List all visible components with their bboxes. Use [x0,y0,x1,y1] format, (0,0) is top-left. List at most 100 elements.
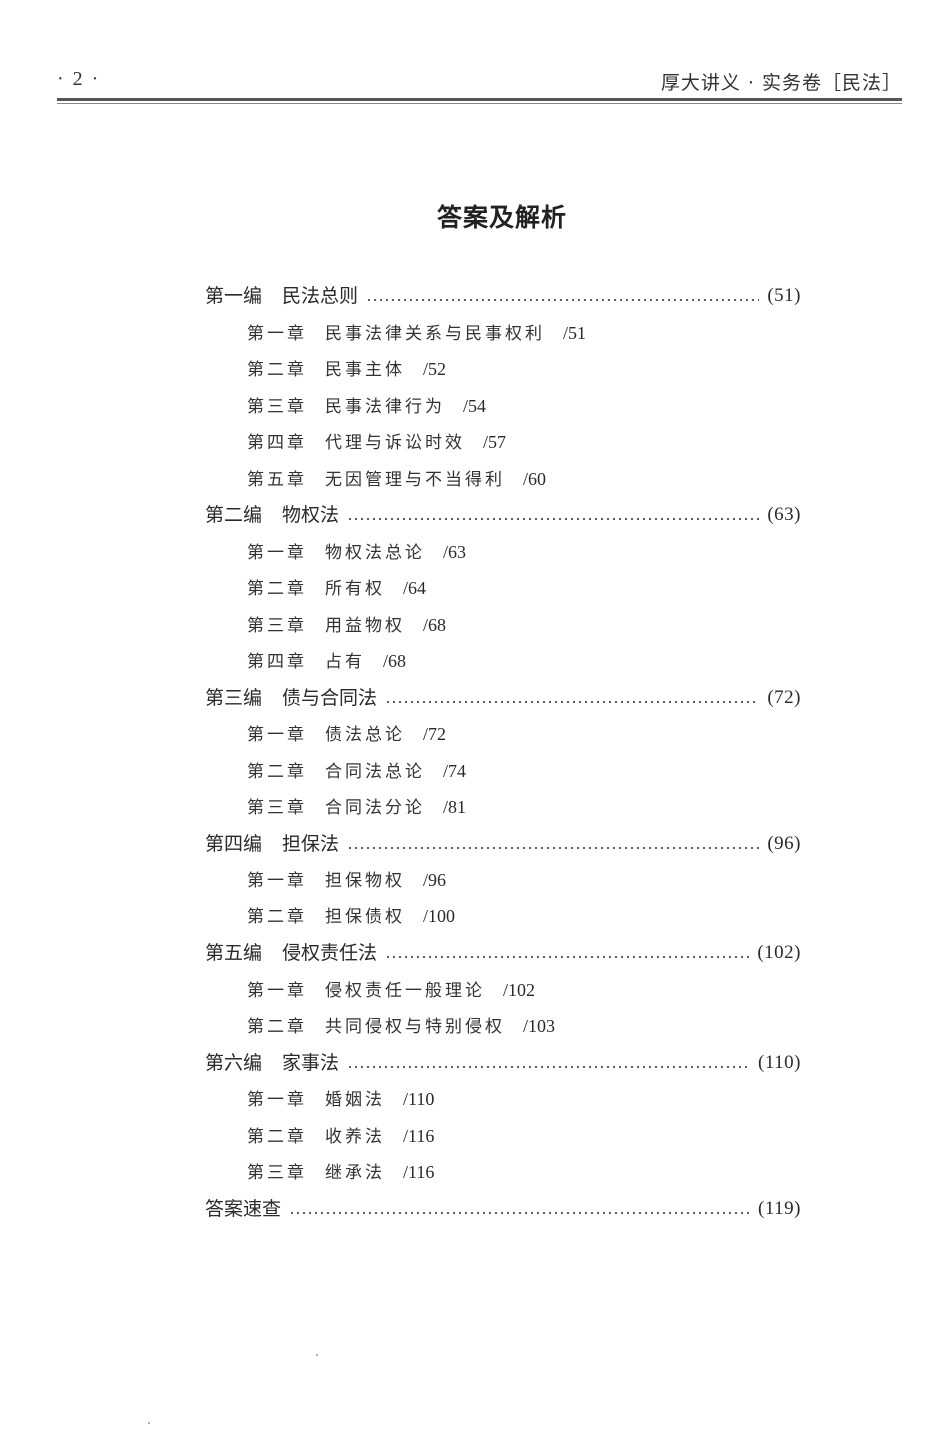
chapter-page: /74 [443,761,467,781]
toc-part-entry[interactable]: 第四编 担保法 (96) [205,829,801,859]
chapter-title: 占有 [325,652,365,672]
toc-chapter-entry[interactable]: 第二章共同侵权与特别侵权/103 [247,1011,555,1041]
chapter-page: /52 [423,359,447,379]
header-rule [57,98,902,101]
toc-chapter-entry[interactable]: 第三章用益物权/68 [247,610,446,640]
chapter-number: 第四章 [247,652,307,672]
toc-chapter-entry[interactable]: 第一章担保物权/96 [247,865,446,895]
book-title: 厚大讲义 · 实务卷［民法］ [660,72,902,94]
part-number: 第一编 [205,285,263,307]
answer-index-page: (119) [758,1198,801,1219]
toc-chapter-entry[interactable]: 第三章民事法律行为/54 [247,391,486,421]
chapter-title: 继承法 [325,1163,385,1183]
chapter-title: 侵权责任一般理论 [325,981,485,1001]
part-page: (51) [767,285,801,306]
part-page: (63) [767,504,801,525]
chapter-page: /68 [383,651,407,671]
chapter-title: 物权法总论 [325,543,425,563]
chapter-page: /110 [403,1089,435,1109]
chapter-number: 第三章 [247,798,307,818]
part-page: (102) [757,942,801,963]
chapter-number: 第一章 [247,543,307,563]
chapter-number: 第三章 [247,397,307,417]
part-page: (110) [758,1052,801,1073]
part-title: 物权法 [282,504,340,526]
chapter-page: /116 [403,1162,435,1182]
chapter-page: /64 [403,578,427,598]
chapter-title: 无因管理与不当得利 [325,470,505,490]
toc-part-entry[interactable]: 第二编 物权法 (63) [205,500,801,530]
chapter-number: 第二章 [247,360,307,380]
chapter-number: 第二章 [247,579,307,599]
dot-leader [385,938,750,968]
chapter-title: 民事主体 [325,360,405,380]
chapter-page: /116 [403,1126,435,1146]
part-title: 侵权责任法 [282,942,378,964]
toc-chapter-entry[interactable]: 第二章合同法总论/74 [247,756,466,786]
chapter-title: 婚姻法 [325,1090,385,1110]
toc-chapter-entry[interactable]: 第三章继承法/116 [247,1157,434,1187]
chapter-page: /57 [483,432,507,452]
toc-chapter-entry[interactable]: 第一章侵权责任一般理论/102 [247,975,535,1005]
chapter-title: 合同法分论 [325,798,425,818]
chapter-number: 第一章 [247,1090,307,1110]
toc-chapter-entry[interactable]: 第二章民事主体/52 [247,354,446,384]
page-title: 答案及解析 [436,203,567,232]
part-number: 第三编 [205,687,263,709]
chapter-number: 第一章 [247,725,307,745]
toc-chapter-entry[interactable]: 第一章物权法总论/63 [247,537,466,567]
toc-chapter-entry[interactable]: 第二章收养法/116 [247,1121,434,1151]
toc-part-entry[interactable]: 第一编 民法总则 (51) [205,281,801,311]
toc-part-entry[interactable]: 第六编 家事法 (110) [205,1048,801,1078]
toc-chapter-entry[interactable]: 第三章合同法分论/81 [247,792,466,822]
answer-index-title: 答案速查 [205,1198,282,1220]
part-number: 第五编 [205,942,263,964]
chapter-title: 用益物权 [325,616,405,636]
part-number: 第二编 [205,504,263,526]
dot-leader [289,1194,751,1224]
dot-leader [366,281,760,311]
chapter-page: /72 [423,724,447,744]
chapter-title: 所有权 [325,579,385,599]
toc-chapter-entry[interactable]: 第一章民事法律关系与民事权利/51 [247,318,586,348]
chapter-title: 合同法总论 [325,762,425,782]
chapter-title: 民事法律关系与民事权利 [325,324,545,344]
chapter-number: 第一章 [247,324,307,344]
chapter-page: /63 [443,542,467,562]
part-title: 家事法 [282,1052,340,1074]
chapter-title: 代理与诉讼时效 [325,433,465,453]
chapter-title: 担保物权 [325,871,405,891]
toc-answer-index-entry[interactable]: 答案速查 (119) [205,1194,801,1224]
chapter-page: /68 [423,615,447,635]
chapter-number: 第二章 [247,1017,307,1037]
toc-part-entry[interactable]: 第三编 债与合同法 (72) [205,683,801,713]
header-rule-thin [57,103,902,104]
chapter-number: 第一章 [247,981,307,1001]
part-title: 债与合同法 [282,687,378,709]
toc-chapter-entry[interactable]: 第一章婚姻法/110 [247,1084,434,1114]
chapter-number: 第二章 [247,907,307,927]
toc-chapter-entry[interactable]: 第五章无因管理与不当得利/60 [247,464,546,494]
chapter-number: 第三章 [247,1163,307,1183]
chapter-page: /96 [423,870,447,890]
toc-chapter-entry[interactable]: 第四章代理与诉讼时效/57 [247,427,506,457]
dot-leader [385,683,760,713]
chapter-page: /54 [463,396,487,416]
toc-chapter-entry[interactable]: 第二章所有权/64 [247,573,426,603]
dot-leader [347,500,760,530]
chapter-number: 第三章 [247,616,307,636]
toc-chapter-entry[interactable]: 第二章担保债权/100 [247,901,455,931]
dot-leader [347,829,760,859]
running-header: · 2 · 厚大讲义 · 实务卷［民法］ [57,62,902,98]
toc-part-entry[interactable]: 第五编 侵权责任法 (102) [205,938,801,968]
chapter-title: 债法总论 [325,725,405,745]
chapter-number: 第四章 [247,433,307,453]
chapter-title: 民事法律行为 [325,397,445,417]
part-number: 第六编 [205,1052,263,1074]
chapter-page: /51 [563,323,587,343]
toc-chapter-entry[interactable]: 第四章占有/68 [247,646,406,676]
toc-chapter-entry[interactable]: 第一章债法总论/72 [247,719,446,749]
chapter-page: /102 [503,980,536,1000]
chapter-number: 第二章 [247,1127,307,1147]
chapter-page: /100 [423,906,456,926]
